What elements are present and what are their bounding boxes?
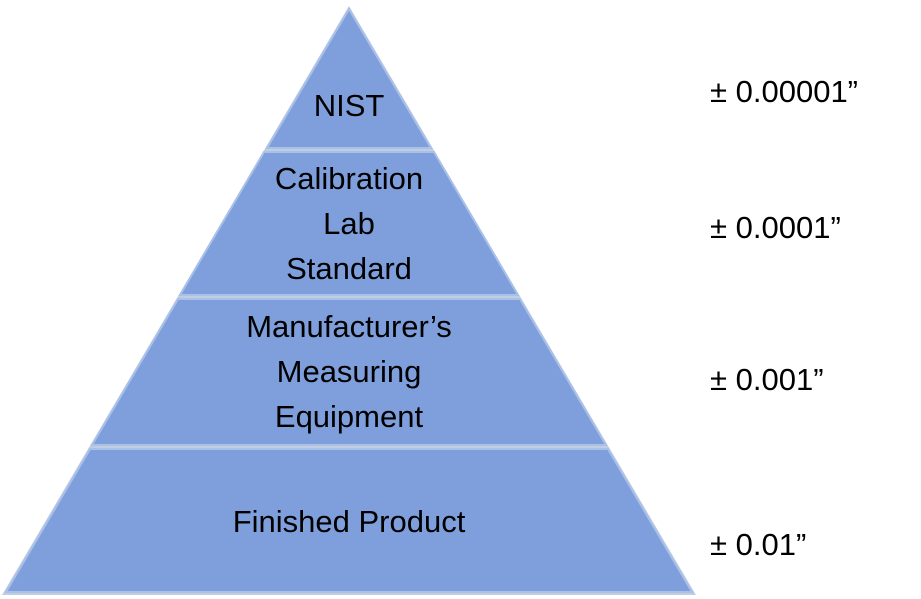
tolerance-manufacturer: ± 0.001” — [710, 362, 824, 397]
level-nist-shape — [265, 7, 433, 149]
label-line: Finished Product — [232, 504, 466, 539]
label-line: Lab — [323, 206, 375, 241]
label-line: Standard — [286, 251, 412, 286]
tolerance-finished: ± 0.01” — [710, 527, 807, 562]
tolerance-nist: ± 0.00001” — [710, 74, 859, 109]
level-nist-label: NIST — [314, 83, 385, 128]
level-manufacturer-label: Manufacturer’s Measuring Equipment — [246, 304, 452, 439]
label-line: Equipment — [274, 399, 424, 434]
tolerance-calibration: ± 0.0001” — [710, 210, 841, 245]
label-line: NIST — [313, 88, 385, 123]
level-calibration-shape — [178, 151, 520, 296]
level-finished-label: Finished Product — [233, 499, 466, 544]
label-line: Calibration — [274, 161, 424, 196]
level-calibration-label: Calibration Lab Standard — [275, 156, 423, 291]
level-manufacturer-shape — [90, 298, 608, 446]
label-line: Manufacturer’s — [246, 309, 452, 344]
level-finished-shape — [4, 448, 694, 593]
label-line: Measuring — [276, 354, 422, 389]
